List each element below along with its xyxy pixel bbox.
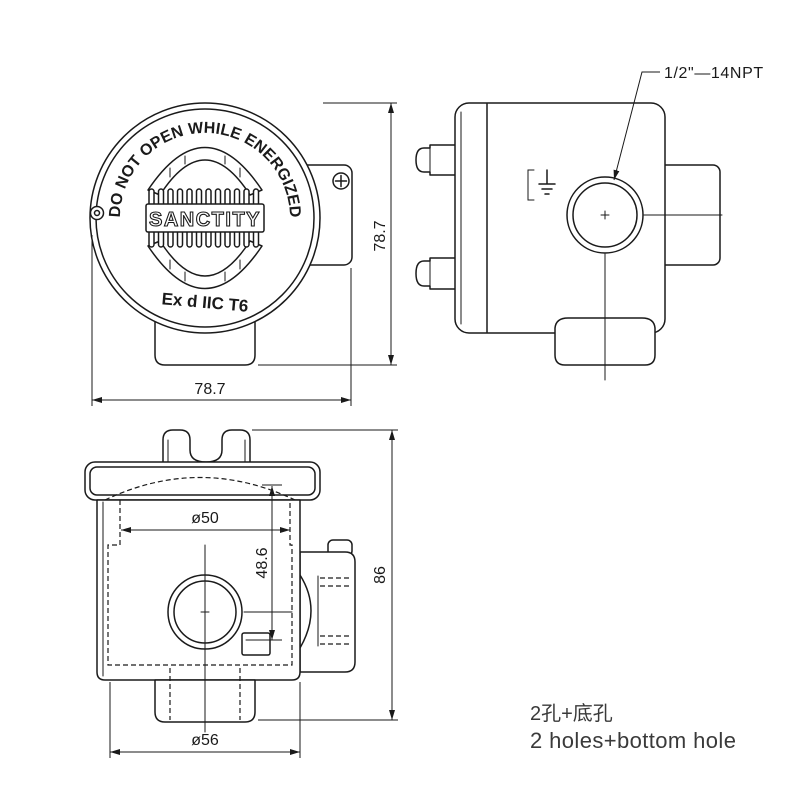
- cover-lug-upper: [415, 144, 459, 176]
- cover-lugs-top: [162, 429, 251, 465]
- overall-height-dimension: 86: [252, 429, 398, 721]
- cover-flange: [84, 461, 321, 501]
- front-width-dimension: 78.7: [91, 235, 352, 406]
- logo-comb: [148, 188, 260, 248]
- cover-lower-slot: [147, 240, 263, 290]
- earth-ground-icon: [527, 169, 556, 201]
- front-width-value: 78.7: [194, 381, 225, 398]
- hole-note-chinese: 2孔+底孔: [530, 702, 613, 725]
- bottom-hole-hidden-lines: [169, 668, 241, 720]
- ground-screw-icon: [332, 172, 350, 190]
- cover-upper-slot: [147, 146, 263, 196]
- depth-dimension: 48.6: [254, 484, 282, 641]
- hole-note: 2孔+底孔 2 holes+bottom hole: [530, 702, 736, 753]
- brand-logo-text: SANCTITY: [149, 209, 261, 231]
- bottom-view: ø50 48.6 86 ø56: [84, 429, 398, 758]
- conduit-entry-hole: [566, 176, 644, 254]
- cover-lock-screw-icon: [89, 205, 105, 221]
- overall-height-value: 86: [372, 566, 389, 584]
- inner-diameter-value: ø50: [191, 510, 219, 527]
- side-conduit-boss-bottom-view: [299, 539, 356, 673]
- front-height-dimension: 78.7: [258, 102, 397, 366]
- side-view: 1/2"—14NPT: [415, 65, 764, 381]
- inner-diameter-dimension: ø50: [121, 510, 290, 533]
- bottom-centerlines: [204, 544, 293, 733]
- front-view: DO NOT OPEN WHILE ENERGIZED SANCTITY Ex …: [89, 102, 397, 406]
- brand-logo: SANCTITY: [145, 188, 265, 248]
- depth-value: 48.6: [254, 547, 271, 578]
- hole-note-english: 2 holes+bottom hole: [530, 728, 736, 753]
- internal-ground-lug: [241, 632, 271, 656]
- front-height-value: 78.7: [372, 220, 389, 251]
- side-centerlines: [604, 214, 723, 381]
- thread-size-label: 1/2"—14NPT: [664, 65, 764, 82]
- base-diameter-dimension: ø56: [109, 682, 301, 758]
- base-diameter-value: ø56: [191, 732, 219, 749]
- cover-lug-lower: [415, 257, 459, 290]
- thread-size-callout: 1/2"—14NPT: [613, 65, 764, 181]
